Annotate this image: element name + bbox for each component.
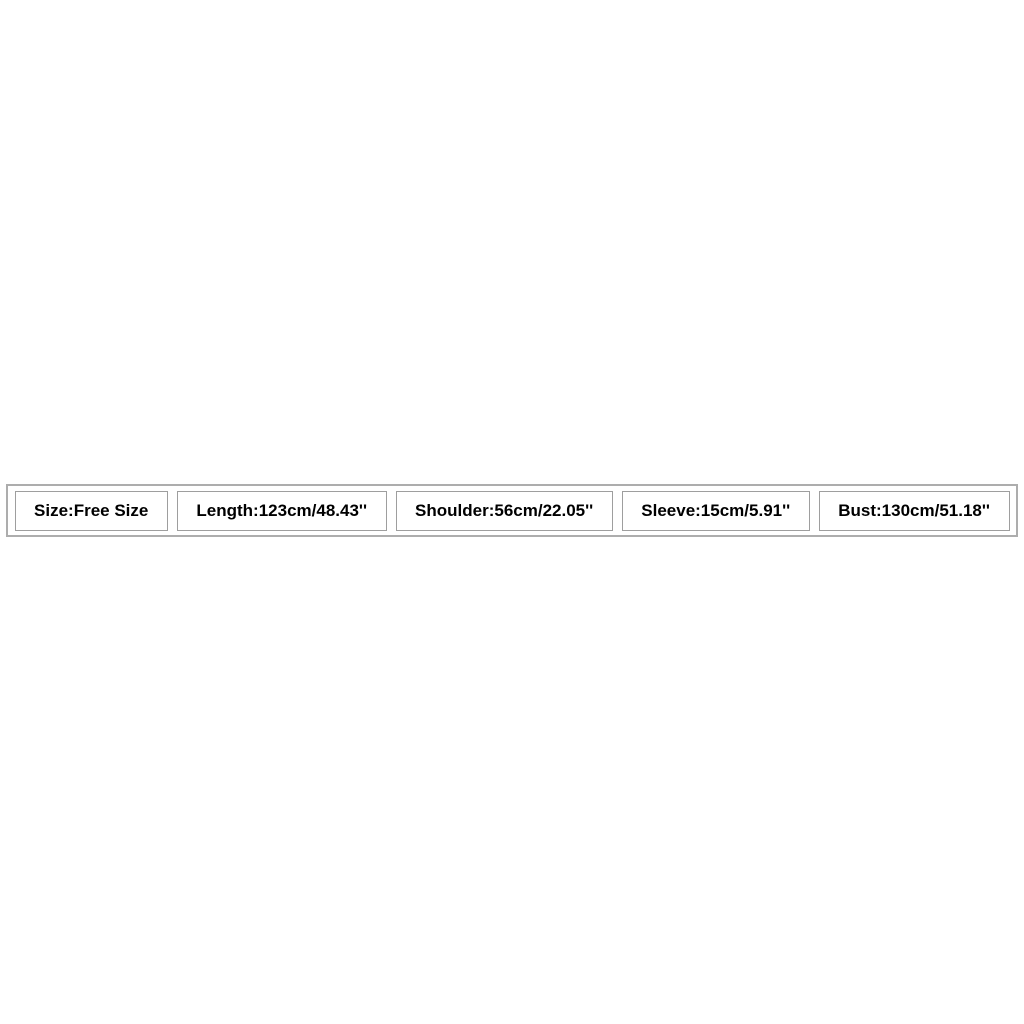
size-cell-sleeve: Sleeve:15cm/5.91'' <box>621 490 810 531</box>
size-cell-shoulder: Shoulder:56cm/22.05'' <box>395 490 613 531</box>
size-cell-size: Size:Free Size <box>14 490 168 531</box>
size-cell-bust: Bust:130cm/51.18'' <box>818 490 1010 531</box>
size-cell-length: Length:123cm/48.43'' <box>176 490 387 531</box>
size-info-table: Size:Free Size Length:123cm/48.43'' Shou… <box>6 484 1018 537</box>
